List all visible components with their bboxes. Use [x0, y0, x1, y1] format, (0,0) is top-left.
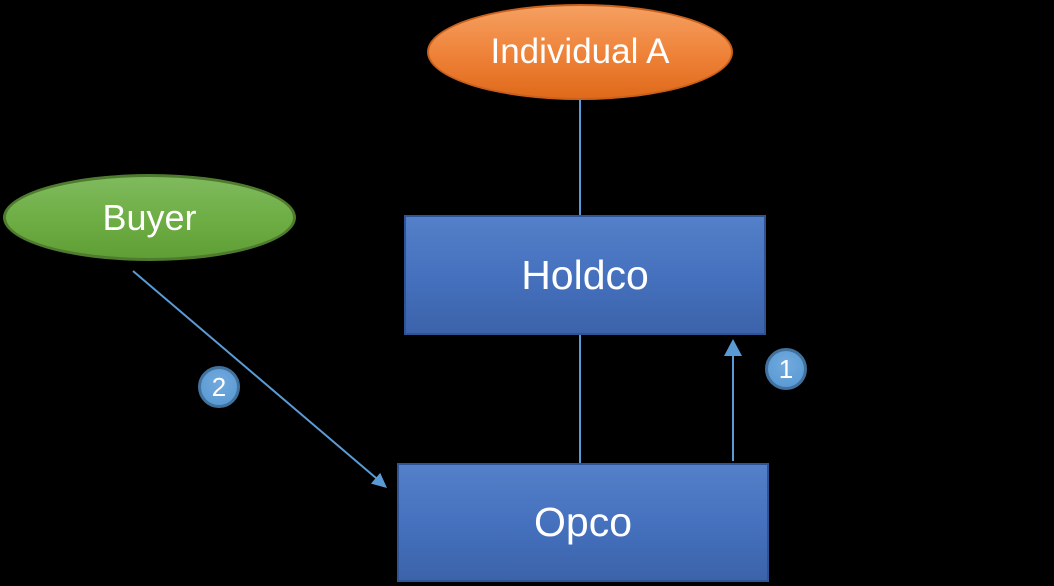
step-2-badge-label: 2 [211, 372, 227, 402]
arrow-2-shaft [132, 270, 377, 479]
node-holdco-label: Holdco [521, 251, 649, 298]
step-2-badge: 2 [198, 366, 240, 408]
node-opco: Opco [397, 463, 769, 582]
arrow-buyer-to-opco [132, 270, 387, 488]
arrowhead-up-icon [724, 339, 742, 356]
node-opco-label: Opco [534, 499, 632, 545]
step-1-badge: 1 [765, 348, 807, 390]
step-1-badge-label: 1 [778, 354, 794, 384]
arrowhead-down-right-icon [371, 472, 387, 488]
node-holdco: Holdco [404, 215, 766, 335]
node-buyer-label: Buyer [102, 196, 197, 238]
node-individual-a: Individual A [427, 4, 733, 100]
node-buyer: Buyer [3, 174, 296, 261]
arrow-opco-to-holdco [724, 339, 742, 461]
node-individual-a-label: Individual A [490, 32, 670, 71]
